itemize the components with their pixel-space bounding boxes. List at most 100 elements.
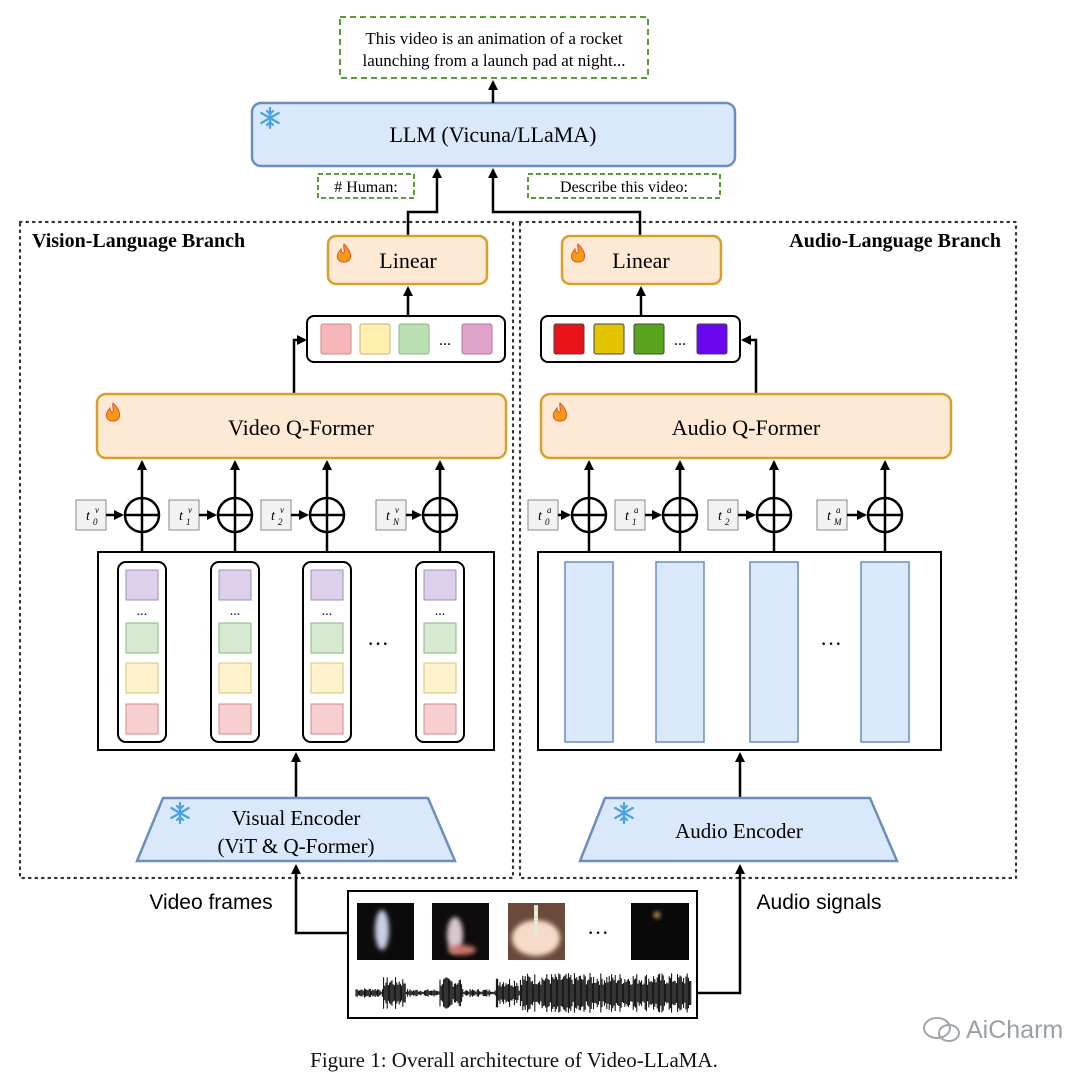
svg-text:t: t [538, 509, 543, 524]
audio-feature-column [749, 561, 799, 743]
audio-linear-label: Linear [612, 248, 670, 273]
audio-token-2 [593, 323, 625, 355]
audio-linear-block: Linear [560, 234, 723, 286]
vision-linear-label: Linear [379, 248, 437, 273]
human-prompt-text: # Human: [334, 179, 398, 196]
svg-text:a: a [836, 505, 841, 515]
vision-query-tokens: ... [306, 315, 506, 363]
svg-text:1: 1 [632, 517, 637, 527]
svg-text:N: N [392, 517, 400, 527]
video-qformer-to-tokens-arrow [292, 335, 307, 394]
vision-add-operator-icon [308, 496, 346, 534]
audio-signals-label: Audio signals [757, 891, 882, 914]
video-frames-to-encoder-arrow [291, 864, 348, 935]
video-frame-thumbnail-2 [432, 903, 489, 960]
visual-encoder-label-line2: (ViT & Q-Former) [218, 834, 375, 858]
describe-prompt-box: Describe this video: [527, 173, 721, 199]
video-frame-thumbnail-last [631, 903, 689, 960]
svg-text:v: v [95, 505, 99, 515]
audio-query-tokens: ... [540, 315, 741, 363]
svg-text:v: v [280, 505, 284, 515]
vision-frame-ellipsis: ··· [367, 631, 389, 656]
vision-branch-title: Vision-Language Branch [32, 230, 245, 252]
svg-text:v: v [395, 505, 399, 515]
audio-signals-to-encoder-arrow [697, 864, 745, 995]
vision-token-1 [320, 323, 352, 355]
audio-token-ellipsis: ... [674, 332, 686, 349]
visual-encoder-label-line1: Visual Encoder [232, 806, 361, 830]
svg-text:t: t [625, 509, 630, 524]
svg-text:...: ... [322, 604, 333, 619]
audio-qformer-block: Audio Q-Former [539, 392, 953, 460]
vision-linear-block: Linear [326, 234, 489, 286]
svg-text:M: M [833, 517, 842, 527]
frame-feature-column: ... [117, 561, 167, 743]
svg-text:...: ... [435, 604, 446, 619]
frozen-snowflake-icon [614, 801, 634, 825]
video-qformer-block: Video Q-Former [95, 392, 508, 460]
video-frames-label: Video frames [149, 891, 272, 914]
frame-feature-column: ... [210, 561, 260, 743]
chat-bubble-icon [923, 1017, 960, 1042]
vision-token-last [461, 323, 493, 355]
trainable-fire-icon [552, 402, 568, 422]
vision-token-2 [359, 323, 391, 355]
audio-qformer-to-tokens-arrow [741, 335, 758, 394]
video-frame-thumbnail-1 [357, 903, 414, 960]
llm-block: LLM (Vicuna/LLaMA) [250, 101, 737, 168]
frozen-snowflake-icon [260, 106, 280, 130]
audio-encoder-label: Audio Encoder [675, 819, 803, 843]
llm-label: LLM (Vicuna/LLaMA) [389, 122, 596, 147]
watermark-text: AiCharm [966, 1015, 1064, 1044]
svg-text:0: 0 [545, 517, 550, 527]
vision-add-operator-icon [421, 496, 459, 534]
audio-features: ··· [537, 551, 942, 751]
svg-text:a: a [634, 505, 639, 515]
svg-text:t: t [179, 509, 184, 524]
audio-branch-title: Audio-Language Branch [789, 230, 1001, 252]
vision-add-operator-icon [216, 496, 254, 534]
svg-text:...: ... [137, 604, 148, 619]
audio-add-operator-icon [661, 496, 699, 534]
vision-to-llm-arrow [406, 168, 442, 236]
frozen-snowflake-icon [170, 801, 190, 825]
svg-text:0: 0 [93, 517, 98, 527]
figure-caption: Figure 1: Overall architecture of Video-… [310, 1048, 718, 1072]
input-media-box: ··· [347, 890, 698, 1019]
audio-encoder-block: Audio Encoder [578, 796, 899, 863]
audio-feature-column [860, 561, 910, 743]
svg-text:2: 2 [725, 517, 730, 527]
video-qformer-label: Video Q-Former [228, 415, 375, 440]
svg-text:t: t [827, 509, 832, 524]
trainable-fire-icon [570, 243, 586, 263]
describe-prompt-text: Describe this video: [560, 179, 688, 196]
audio-token-last [696, 323, 728, 355]
audio-feature-column [655, 561, 705, 743]
vision-branch-container [18, 220, 515, 880]
svg-text:t: t [718, 509, 723, 524]
watermark: AiCharm [922, 1010, 1072, 1050]
svg-text:t: t [386, 509, 391, 524]
vision-add-operator-icon [123, 496, 161, 534]
audio-add-operator-icon [755, 496, 793, 534]
vision-token-ellipsis: ... [439, 332, 451, 349]
audio-add-operator-icon [570, 496, 608, 534]
svg-text:1: 1 [186, 517, 191, 527]
audio-token-1 [553, 323, 585, 355]
frame-feature-column: ... [415, 561, 465, 743]
vision-frame-features: ............ ··· [97, 551, 495, 751]
audio-qformer-label: Audio Q-Former [672, 415, 821, 440]
svg-text:t: t [271, 509, 276, 524]
audio-to-llm-arrow [488, 168, 642, 236]
svg-text:a: a [547, 505, 552, 515]
